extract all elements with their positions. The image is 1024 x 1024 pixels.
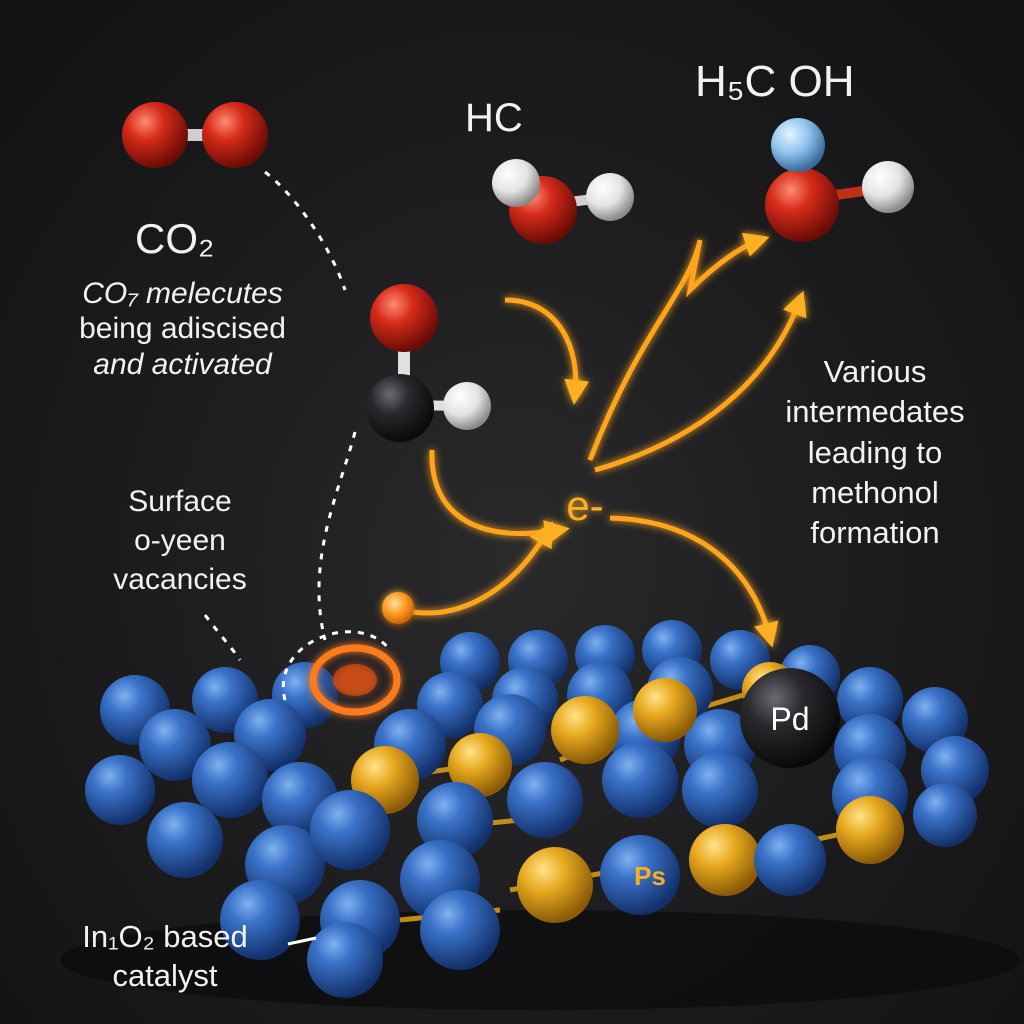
intermediates-line-5: formation [810, 515, 940, 551]
pd-atom [740, 668, 840, 768]
surface-shadow [60, 910, 1020, 1010]
catalyst-pointer [287, 936, 317, 946]
co2-description: CO₇ melecutes being adiscised and activa… [50, 276, 315, 382]
co2-desc-line-3: and activated [93, 347, 272, 381]
catalyst-lattice [85, 620, 989, 998]
electron-flow-arrows [411, 232, 807, 648]
intermediates-line-2: intermedates [785, 394, 965, 430]
vacancy-dashed-circle [281, 630, 392, 701]
adsorption-dashed-path [317, 431, 357, 641]
hc-label: HC [465, 96, 523, 140]
electron-label: e- [566, 482, 603, 529]
electron-source-dot [382, 592, 414, 624]
co2-molecule [122, 102, 268, 168]
intermediates-line-1: Various [823, 354, 927, 389]
vacancies-line-1: Surface [128, 485, 232, 518]
methanol-formula-label: H₅C OH [695, 57, 855, 106]
lattice-front-rows [147, 790, 826, 998]
adsorbed-intermediate-molecule [366, 284, 491, 442]
methanol-molecule [765, 118, 914, 242]
dopant-atoms-lower [517, 796, 904, 923]
hc-molecule [492, 159, 634, 244]
vacancies-line-2: o-yeen [134, 524, 226, 557]
co2-dashed-pointer [264, 170, 347, 291]
vacancies-line-3: vacancies [113, 563, 247, 596]
oxygen-vacancy-highlight [309, 644, 401, 716]
vacancy-dashed-pointer [203, 614, 242, 661]
catalyst-label: In₁O₂ based catalyst [40, 918, 290, 996]
intermediates-label: Various intermedates leading to methonol… [760, 352, 990, 553]
co2-formula-label: CO₂ [135, 215, 215, 262]
ps-label: Ps [634, 861, 666, 891]
catalyst-line-1: In₁O₂ based [82, 919, 248, 954]
pd-label: Pd [770, 701, 809, 737]
intermediates-line-4: methonol [811, 474, 939, 510]
co2-desc-line-2: being adiscised [79, 312, 286, 346]
intermediates-line-3: leading to [807, 434, 943, 470]
catalyst-line-2: catalyst [112, 957, 218, 993]
co2-desc-line-1: CO₇ melecutes [82, 277, 283, 310]
vacancies-label: Surface o-yeen vacancies [80, 482, 280, 599]
